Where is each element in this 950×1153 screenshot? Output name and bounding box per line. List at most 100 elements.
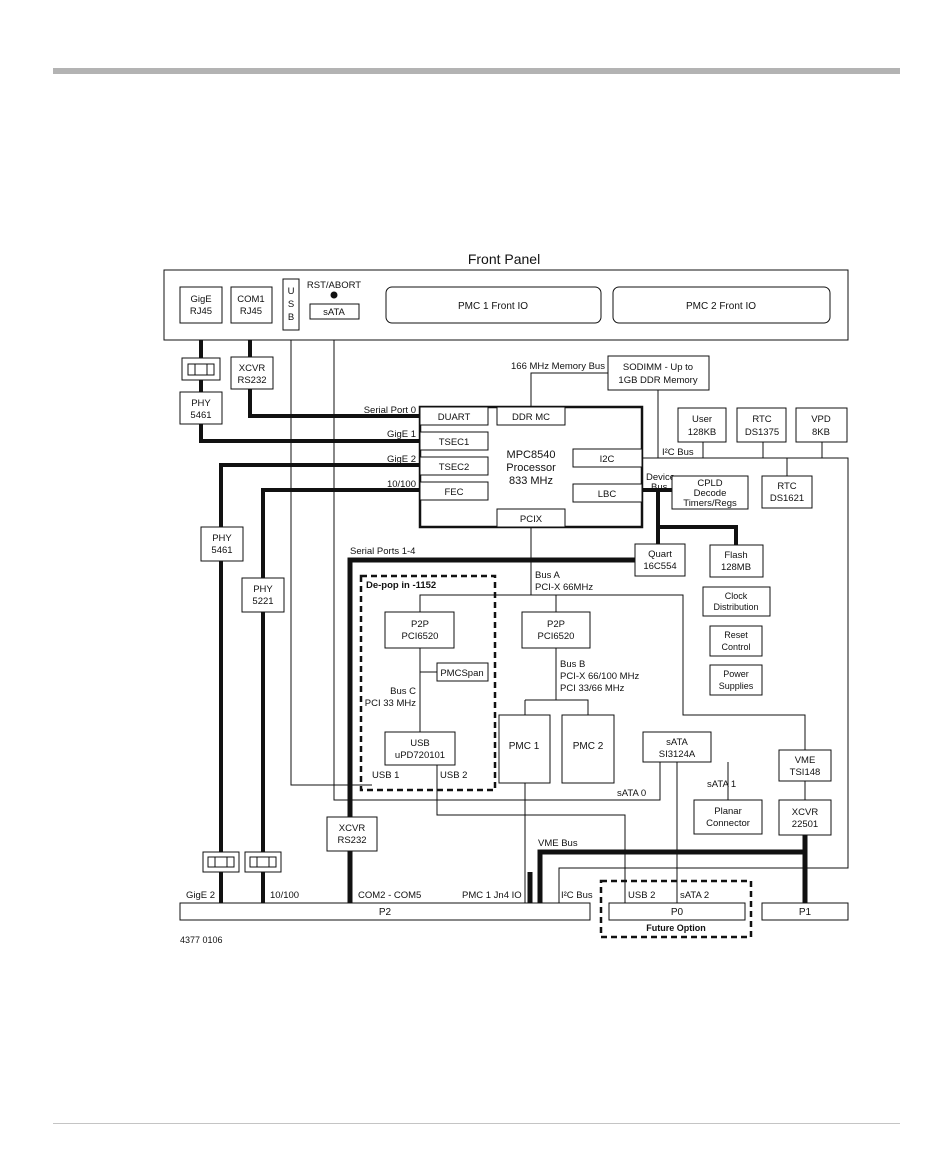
power-line2: Supplies	[719, 681, 754, 691]
sata-front-box	[309, 303, 360, 320]
xcvr-rs232-bottom	[326, 816, 378, 852]
bus-a-line1: Bus A	[535, 570, 560, 581]
sata-front-label: sATA	[323, 307, 345, 318]
p2p-left-line1: P2P	[411, 619, 429, 630]
duart-label: DUART	[438, 412, 471, 423]
xcvr-22501-line2: 22501	[792, 819, 818, 830]
usb-chip-line2: uPD720101	[395, 750, 445, 761]
cpld-line1: CPLD	[697, 478, 722, 489]
rtc-ds1375-box	[736, 407, 787, 443]
sodimm-line1: SODIMM - Up to	[623, 362, 693, 373]
pcix-label: PCIX	[520, 514, 543, 525]
future-option-label: Future Option	[646, 923, 706, 933]
rj45-magnetics-top	[181, 340, 252, 392]
xcvr-22501-line1: XCVR	[792, 807, 819, 818]
planar-line1: Planar	[714, 806, 741, 817]
bottom-com2-com5-label: COM2 - COM5	[358, 890, 421, 901]
p2p-left-line2: PCI6520	[402, 631, 439, 642]
p2p-right-line2: PCI6520	[538, 631, 575, 642]
vme-tsi148-box	[778, 749, 832, 782]
footer-rule	[53, 1123, 900, 1124]
depop-region	[359, 574, 497, 792]
sata0-label: sATA 0	[617, 788, 646, 799]
xcvr-rs232-top-line2: RS232	[237, 375, 266, 386]
quart-box	[634, 543, 686, 577]
serial-ports-1-4-label: Serial Ports 1-4	[350, 546, 415, 557]
tsec1-block	[419, 431, 489, 451]
gige-rj45-line2: RJ45	[190, 306, 212, 317]
phy-5461-top-line1: PHY	[191, 398, 211, 409]
sata-chip-box	[642, 731, 712, 763]
clock-line2: Distribution	[713, 602, 758, 612]
com1-rj45-line2: RJ45	[240, 306, 262, 317]
vpd-box	[795, 407, 848, 443]
processor-line3: 833 MHz	[509, 475, 553, 487]
cpld-line2: Decode	[694, 488, 727, 499]
rtc-ds1375-line2: DS1375	[745, 427, 779, 438]
sata1-label: sATA 1	[707, 779, 736, 790]
phy-5221	[241, 577, 285, 613]
bottom-i2c-bus-label: I²C Bus	[561, 890, 593, 901]
bottom-pmc1-jn4-label: PMC 1 Jn4 IO	[462, 890, 522, 901]
future-option-region	[599, 879, 753, 939]
vme-line1: VME	[795, 755, 816, 766]
processor-line2: Processor	[506, 462, 556, 474]
pmcspan-box	[436, 662, 489, 682]
phy-5221-line1: PHY	[253, 584, 273, 595]
phy-5461-left	[200, 526, 244, 562]
lbc-block	[572, 483, 643, 503]
p2p-left-box	[384, 611, 455, 649]
bus-b-line2: PCI-X 66/100 MHz	[560, 671, 639, 682]
sodimm-box	[607, 355, 710, 391]
vpd-line1: VPD	[811, 414, 831, 425]
gige-rj45-line1: GigE	[190, 294, 211, 305]
quart-line2: 16C554	[643, 561, 676, 572]
rtc-ds1621-line2: DS1621	[770, 493, 804, 504]
pmc2-slot	[561, 714, 615, 784]
planar-connector-box	[693, 799, 763, 835]
xcvr-rs232-top	[230, 356, 274, 390]
front-panel-title: Front Panel	[468, 251, 540, 267]
com1-rj45-line1: COM1	[237, 294, 264, 305]
power-supplies-box	[709, 664, 763, 696]
device-bus-line2: Bus	[651, 482, 668, 493]
p1-connector	[761, 902, 849, 921]
thick-wires	[199, 388, 808, 903]
fec-label: FEC	[445, 487, 464, 498]
ddr-mc-label: DDR MC	[512, 412, 550, 423]
vme-line2: TSI148	[790, 767, 821, 778]
sata-chip-line1: sATA	[666, 737, 688, 748]
quart-line1: Quart	[648, 549, 672, 560]
bottom-usb2-label: USB 2	[628, 890, 655, 901]
xcvr-rs232-top-line1: XCVR	[239, 363, 266, 374]
processor-line1: MPC8540	[507, 449, 556, 461]
user-flash-line2: 128KB	[688, 427, 717, 438]
phy-5461-left-line1: PHY	[212, 533, 232, 544]
lbc-label: LBC	[598, 489, 617, 500]
bottom-gige2-label: GigE 2	[186, 890, 215, 901]
com1-rj45-box	[230, 286, 273, 324]
clock-distribution-box	[702, 586, 771, 617]
gige-1-label: GigE 1	[387, 429, 416, 440]
bus-b-line3: PCI 33/66 MHz	[560, 683, 625, 694]
planar-line2: Connector	[706, 818, 750, 829]
usb-letter-u: U	[288, 286, 295, 297]
usb-front-port	[282, 278, 300, 331]
p2p-right-box	[521, 611, 591, 649]
pmc2-label: PMC 2	[573, 741, 604, 752]
p0-label: P0	[671, 907, 684, 918]
ddr-mc-block	[496, 406, 566, 426]
pmc2-front-io-box	[612, 286, 831, 324]
rtc-ds1621-line1: RTC	[777, 481, 796, 492]
pmc1-slot	[498, 714, 551, 784]
fec-block	[419, 481, 489, 501]
usb-letter-b: B	[288, 312, 294, 323]
figure-id: 4377 0106	[180, 935, 223, 945]
reset-control-box	[709, 625, 763, 657]
rtc-ds1375-line1: RTC	[752, 414, 771, 425]
phy-5221-line2: 5221	[252, 596, 273, 607]
phy-5461-top-line2: 5461	[190, 410, 211, 421]
vme-bus-label: VME Bus	[538, 838, 578, 849]
tsec1-label: TSEC1	[439, 437, 470, 448]
